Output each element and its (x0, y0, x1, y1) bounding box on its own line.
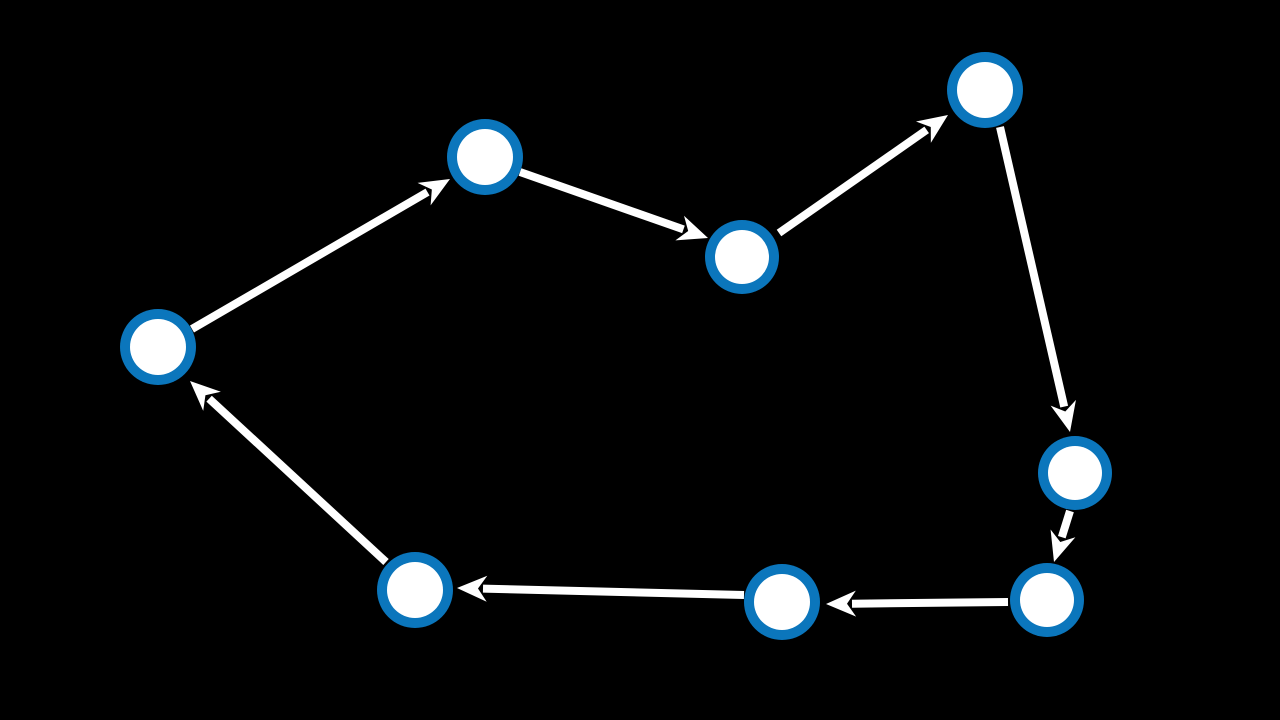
graph-node[interactable] (377, 552, 453, 628)
edge-layer (189, 115, 1076, 617)
graph-node[interactable] (744, 564, 820, 640)
arrowhead-icon (457, 575, 488, 602)
edge-shaft (851, 598, 1009, 608)
graph-edge[interactable] (996, 126, 1076, 432)
edge-shaft (206, 395, 389, 565)
graph-edge[interactable] (518, 168, 708, 241)
edge-shaft (1057, 509, 1074, 539)
arrowhead-icon (1050, 529, 1076, 562)
arrowhead-icon (1050, 399, 1076, 432)
arrowhead-icon (417, 179, 450, 206)
node-fill (130, 319, 186, 375)
edge-shaft (482, 584, 745, 599)
arrowhead-icon (675, 215, 708, 241)
arrowhead-icon (190, 381, 221, 411)
edge-shaft (996, 126, 1069, 408)
edge-shaft (518, 168, 685, 234)
node-fill (957, 62, 1013, 118)
graph-edge[interactable] (826, 590, 1009, 617)
graph-node[interactable] (1038, 436, 1112, 510)
node-fill (457, 129, 513, 185)
arrowhead-icon (915, 115, 948, 143)
node-fill (387, 562, 443, 618)
graph-node[interactable] (947, 52, 1023, 128)
graph-edge[interactable] (457, 575, 745, 602)
node-fill (754, 574, 810, 630)
graph-edge[interactable] (189, 179, 450, 333)
graph-node[interactable] (705, 220, 779, 294)
graph-node[interactable] (1010, 563, 1084, 637)
edge-shaft (776, 126, 929, 237)
node-fill (1020, 573, 1074, 627)
graph-edge[interactable] (1050, 509, 1076, 562)
node-layer (120, 52, 1112, 640)
graph-node[interactable] (120, 309, 196, 385)
graph-node[interactable] (447, 119, 523, 195)
edge-shaft (189, 188, 430, 333)
graph-edge[interactable] (776, 115, 948, 237)
node-fill (1048, 446, 1102, 500)
node-fill (715, 230, 769, 284)
arrowhead-icon (826, 590, 857, 617)
graph-edge[interactable] (190, 381, 389, 565)
